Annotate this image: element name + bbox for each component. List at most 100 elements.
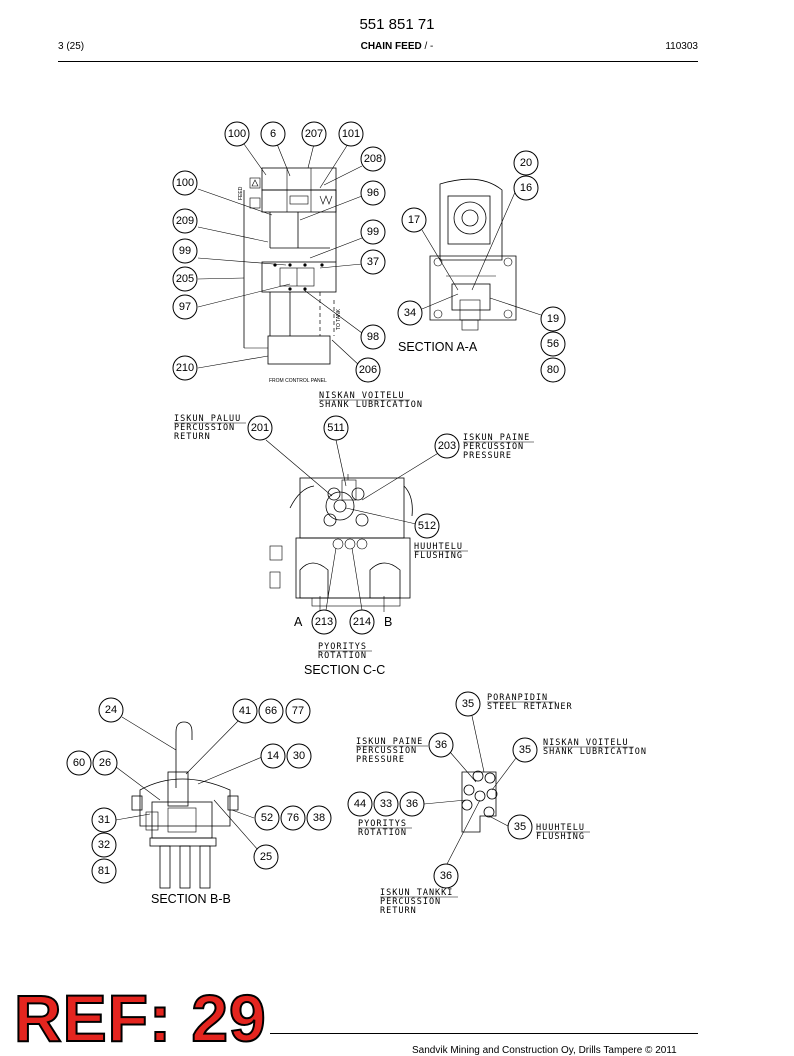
- svg-text:80: 80: [547, 364, 559, 376]
- svg-text:16: 16: [520, 182, 532, 194]
- callout-100-b: 100: [172, 170, 198, 196]
- svg-text:100: 100: [228, 128, 246, 140]
- flushing-en: FLUSHING: [414, 551, 463, 561]
- callout-97: 97: [172, 294, 198, 320]
- callout-25: 25: [253, 844, 279, 870]
- callout-36-c: 36: [433, 863, 459, 889]
- rotation-en: ROTATION: [318, 651, 367, 661]
- svg-text:96: 96: [367, 187, 379, 199]
- svg-text:205: 205: [176, 273, 194, 285]
- percussion-pressure-en-1: PERCUSSION: [463, 442, 524, 452]
- callout-77: 77: [285, 698, 311, 724]
- svg-text:213: 213: [315, 616, 333, 628]
- callout-26: 26: [92, 750, 118, 776]
- callout-35-c: 35: [507, 814, 533, 840]
- to-tank-label: TO TANK: [336, 308, 342, 330]
- svg-text:44: 44: [354, 798, 366, 810]
- callout-52: 52: [254, 805, 280, 831]
- callout-206: 206: [355, 357, 381, 383]
- callout-213: 213: [311, 609, 337, 635]
- ports-percussion-pressure-en-2: PRESSURE: [356, 755, 405, 765]
- callout-210: 210: [172, 355, 198, 381]
- section-a-a-drawing: [429, 178, 517, 331]
- from-control-panel-label: FROM CONTROL PANEL: [269, 378, 327, 384]
- callout-44: 44: [347, 791, 373, 817]
- document-number: 551 851 71: [359, 16, 435, 33]
- svg-text:511: 511: [327, 422, 345, 434]
- copyright-text: Sandvik Mining and Construction Oy, Dril…: [412, 1045, 677, 1056]
- callout-56: 56: [540, 331, 566, 357]
- callout-201: 201: [247, 415, 273, 441]
- section-c-c-port-labels: NISKAN VOITELU SHANK LUBRICATION ISKUN P…: [174, 391, 534, 661]
- svg-text:76: 76: [287, 812, 299, 824]
- svg-text:209: 209: [176, 215, 194, 227]
- svg-text:512: 512: [418, 520, 436, 532]
- callout-41: 41: [232, 698, 258, 724]
- feed-label: FEED: [238, 186, 244, 200]
- percussion-pressure-en-2: PRESSURE: [463, 451, 512, 461]
- svg-text:98: 98: [367, 331, 379, 343]
- callout-208: 208: [360, 146, 386, 172]
- callout-99: 99: [360, 219, 386, 245]
- svg-text:35: 35: [519, 744, 531, 756]
- leader-lines: [115, 143, 542, 867]
- callout-35-b: 35: [512, 737, 538, 763]
- svg-text:36: 36: [440, 870, 452, 882]
- section-c-c-title: SECTION C-C: [304, 663, 385, 677]
- hydraulic-schematic: FEED FROM CONTROL PANEL TO TANK: [238, 167, 342, 384]
- callout-76: 76: [280, 805, 306, 831]
- svg-text:52: 52: [261, 812, 273, 824]
- flushing-fi: HUUHTELU: [414, 542, 463, 552]
- svg-text:81: 81: [98, 865, 110, 877]
- rotation-fi: PYORITYS: [318, 642, 367, 652]
- svg-text:14: 14: [267, 750, 279, 762]
- svg-text:214: 214: [353, 616, 371, 628]
- svg-text:206: 206: [359, 364, 377, 376]
- svg-text:99: 99: [367, 226, 379, 238]
- port-a-label: A: [294, 615, 303, 629]
- svg-text:60: 60: [73, 757, 85, 769]
- svg-text:100: 100: [176, 177, 194, 189]
- svg-text:32: 32: [98, 839, 110, 851]
- callout-31: 31: [91, 807, 117, 833]
- percussion-tank-en-2: RETURN: [380, 906, 417, 916]
- callout-100: 100: [224, 121, 250, 147]
- ports-shank-lubrication-en: SHANK LUBRICATION: [543, 747, 647, 757]
- callout-36-b: 36: [399, 791, 425, 817]
- callout-512: 512: [414, 513, 440, 539]
- callout-99-b: 99: [172, 238, 198, 264]
- callout-14: 14: [260, 743, 286, 769]
- callout-30: 30: [286, 743, 312, 769]
- svg-text:99: 99: [179, 245, 191, 257]
- svg-text:25: 25: [260, 851, 272, 863]
- callout-203: 203: [434, 433, 460, 459]
- svg-text:36: 36: [435, 739, 447, 751]
- callout-38: 38: [306, 805, 332, 831]
- callout-37: 37: [360, 249, 386, 275]
- chapter-title-main: CHAIN FEED: [360, 41, 422, 52]
- callout-20: 20: [513, 150, 539, 176]
- callout-511: 511: [323, 415, 349, 441]
- svg-text:26: 26: [99, 757, 111, 769]
- callout-81: 81: [91, 858, 117, 884]
- svg-text:41: 41: [239, 705, 251, 717]
- percussion-tank-en-1: PERCUSSION: [380, 897, 441, 907]
- svg-text:97: 97: [179, 301, 191, 313]
- callout-96: 96: [360, 180, 386, 206]
- svg-text:210: 210: [176, 362, 194, 374]
- callout-17: 17: [401, 207, 427, 233]
- ports-percussion-pressure-en-1: PERCUSSION: [356, 746, 417, 756]
- percussion-tank-fi: ISKUN TANKKI: [380, 888, 453, 898]
- steel-retainer-fi: PORANPIDIN: [487, 693, 548, 703]
- svg-text:31: 31: [98, 814, 110, 826]
- callout-66: 66: [258, 698, 284, 724]
- callout-19: 19: [540, 306, 566, 332]
- footer-divider: [270, 1033, 698, 1034]
- callout-209: 209: [172, 208, 198, 234]
- callout-214: 214: [349, 609, 375, 635]
- percussion-return-en-2: RETURN: [174, 432, 211, 442]
- svg-text:35: 35: [462, 698, 474, 710]
- ports-shank-lubrication-fi: NISKAN VOITELU: [543, 738, 629, 748]
- svg-text:77: 77: [292, 705, 304, 717]
- svg-text:30: 30: [293, 750, 305, 762]
